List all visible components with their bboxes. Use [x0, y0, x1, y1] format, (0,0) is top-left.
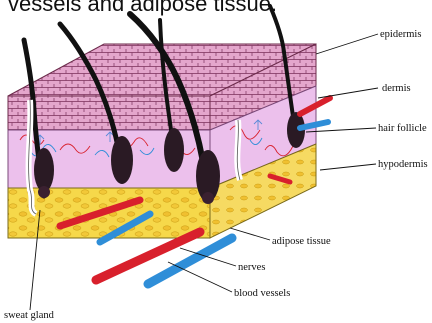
label-dermis: dermis	[382, 83, 411, 94]
label-nerves: nerves	[238, 262, 265, 273]
label-blood-vessels: blood vessels	[234, 288, 290, 299]
label-hypodermis: hypodermis	[378, 159, 428, 170]
label-adipose-tissue: adipose tissue	[272, 236, 331, 247]
label-epidermis: epidermis	[380, 29, 421, 40]
label-hair-follicle: hair follicle	[378, 123, 427, 134]
label-sweat-gland: sweat gland	[4, 310, 55, 321]
